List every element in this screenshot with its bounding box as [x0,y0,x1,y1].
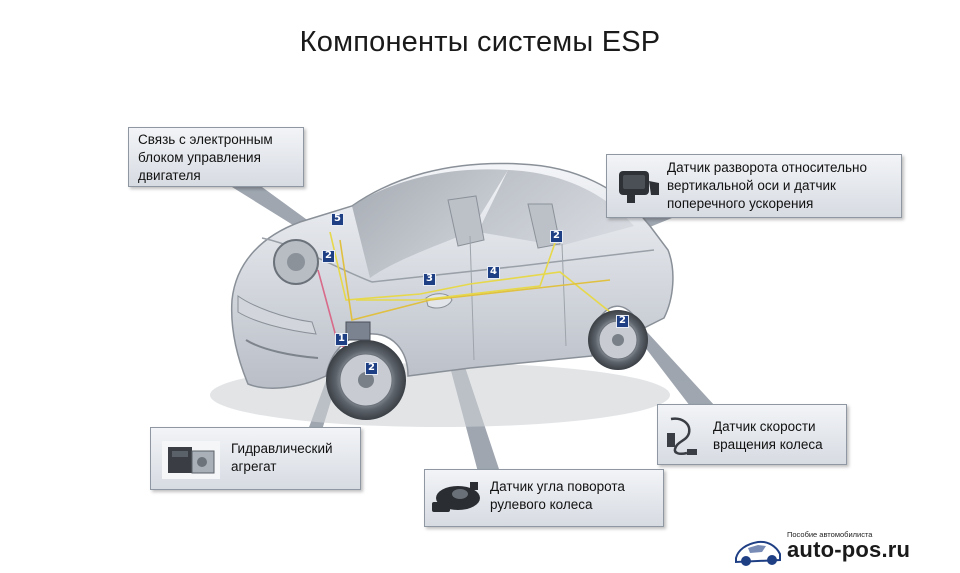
steering-sensor-icon [430,476,488,527]
callout-hydraulic-text: Гидравлический агрегат [231,440,359,476]
logo-text[interactable]: auto-pos.ru [787,537,910,563]
callout-wheel-text: Датчик скорости вращения колеса [713,418,845,454]
callout-hydraulic-unit: Гидравлический агрегат [150,427,361,490]
site-logo: Пособие автомобилиста auto-pos.ru [732,530,957,570]
callout-yaw-sensor: Датчик разворота относительно вертикальн… [606,154,902,218]
hydraulic-unit-in-car [346,322,370,340]
marker-4: 4 [487,266,500,279]
marker-2-rear: 2 [616,315,629,328]
marker-3: 3 [423,273,436,286]
car-logo-icon [732,534,784,573]
engine-brake-disc [274,240,318,284]
front-wheel [326,340,406,420]
callout-steering-text: Датчик угла поворота рулевого колеса [490,478,662,514]
marker-2-front-lower: 2 [365,362,378,375]
callout-steering-angle-sensor: Датчик угла поворота рулевого колеса [424,469,664,527]
yaw-sensor-icon [613,161,661,214]
hydraulic-unit-icon [158,435,224,488]
callout-engine-ecu-link: Связь с электронным блоком управления дв… [128,127,304,187]
wheel-speed-sensor-icon [663,411,709,464]
marker-2-front: 2 [322,250,335,263]
callout-wheel-speed-sensor: Датчик скорости вращения колеса [657,404,847,465]
marker-1: 1 [335,333,348,346]
callout-yaw-text: Датчик разворота относительно вертикальн… [667,159,899,213]
marker-2-rear-top: 2 [550,230,563,243]
callout-engine-text: Связь с электронным блоком управления дв… [138,131,303,185]
marker-5: 5 [331,213,344,226]
